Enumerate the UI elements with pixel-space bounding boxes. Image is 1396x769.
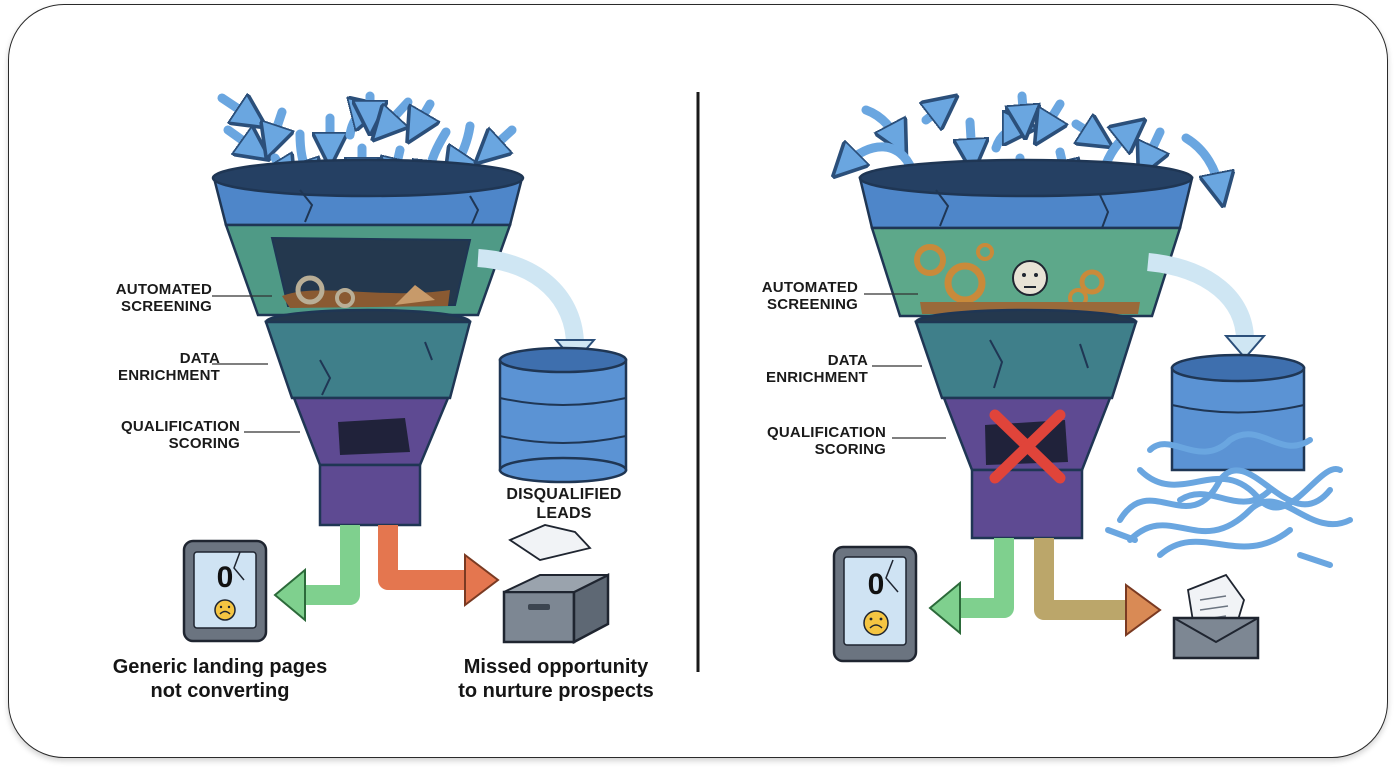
disqualified-leads-barrel (498, 346, 628, 484)
outcome-generic-landing-pages: Generic landing pages not converting (112, 656, 328, 702)
left-label-automated-screening: AUTOMATED SCREENING (115, 281, 212, 315)
disqualified-leads-label: DISQUALIFIED LEADS (506, 486, 622, 522)
right-label-data-enrichment: DATA ENRICHMENT (766, 352, 868, 386)
outcome-missed-opportunity: Missed opportunity to nurture prospects (458, 656, 654, 702)
left-tablet-value: 0 (216, 561, 234, 594)
envelope (1172, 573, 1260, 660)
broken-tablet-left (182, 539, 268, 643)
incoming-leads-arrows-left (217, 91, 517, 178)
right-label-automated-screening: AUTOMATED SCREENING (761, 279, 858, 313)
left-label-data-enrichment: DATA ENRICHMENT (118, 350, 220, 384)
right-tablet-value: 0 (867, 568, 885, 601)
right-label-qualification-scoring: QUALIFICATION SCORING (767, 424, 886, 458)
left-funnel (182, 91, 628, 645)
rejected-x-mark (989, 409, 1066, 484)
right-funnel (832, 91, 1353, 663)
overflowing-barrel (1170, 353, 1306, 472)
archive-box (502, 524, 610, 645)
left-label-qualification-scoring: QUALIFICATION SCORING (121, 418, 240, 452)
broken-tablet-right (832, 545, 918, 663)
tangled-arrows-pile (1105, 431, 1353, 568)
